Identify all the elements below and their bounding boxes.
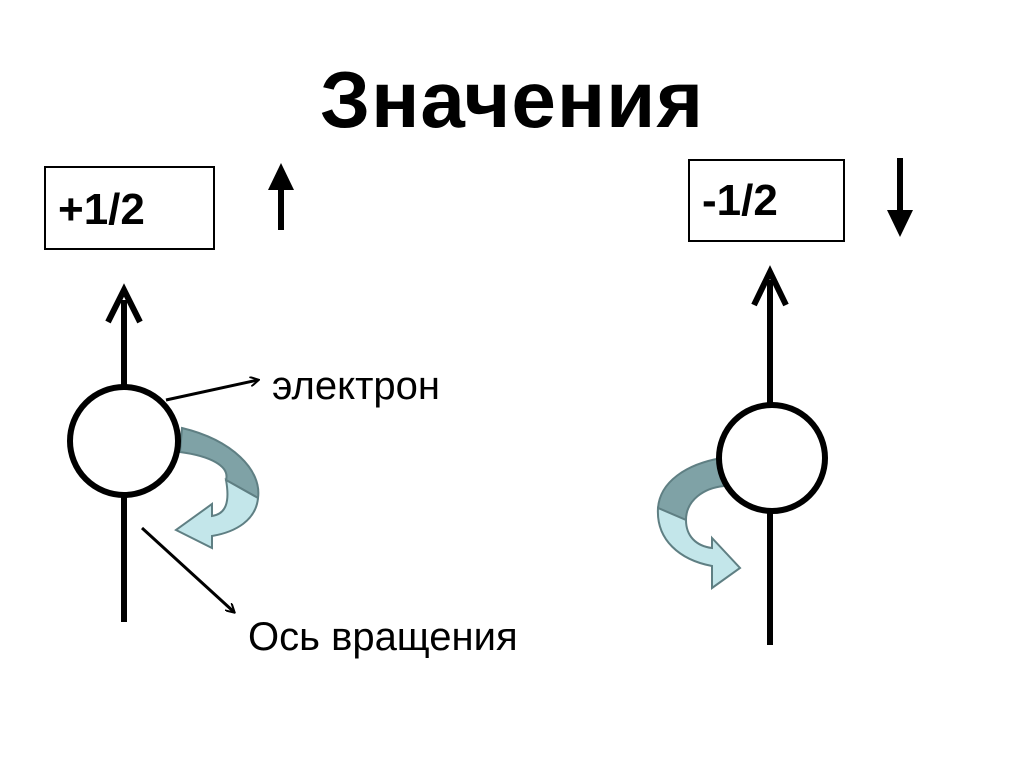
spin-minus-box: -1/2 bbox=[688, 159, 845, 242]
electron-label: электрон bbox=[272, 364, 440, 408]
electron-pointer-arrow bbox=[165, 380, 258, 402]
rotation-arrow-counterclockwise-icon bbox=[656, 456, 742, 590]
left-electron-circle bbox=[67, 384, 181, 498]
spin-minus-value: -1/2 bbox=[702, 176, 778, 225]
arrow-down-icon bbox=[887, 158, 913, 237]
arrow-up-icon bbox=[268, 163, 294, 230]
left-rotation-axis bbox=[105, 283, 143, 622]
slide-title: Значения bbox=[319, 55, 705, 144]
rotation-arrow-clockwise-icon bbox=[174, 426, 260, 550]
axis-pointer-arrow bbox=[140, 526, 234, 612]
spin-plus-value: +1/2 bbox=[58, 185, 145, 234]
rotation-axis-label: Ось вращения bbox=[248, 615, 518, 659]
spin-plus-box: +1/2 bbox=[44, 166, 215, 250]
right-electron-circle bbox=[716, 402, 828, 514]
right-rotation-axis bbox=[751, 265, 789, 645]
